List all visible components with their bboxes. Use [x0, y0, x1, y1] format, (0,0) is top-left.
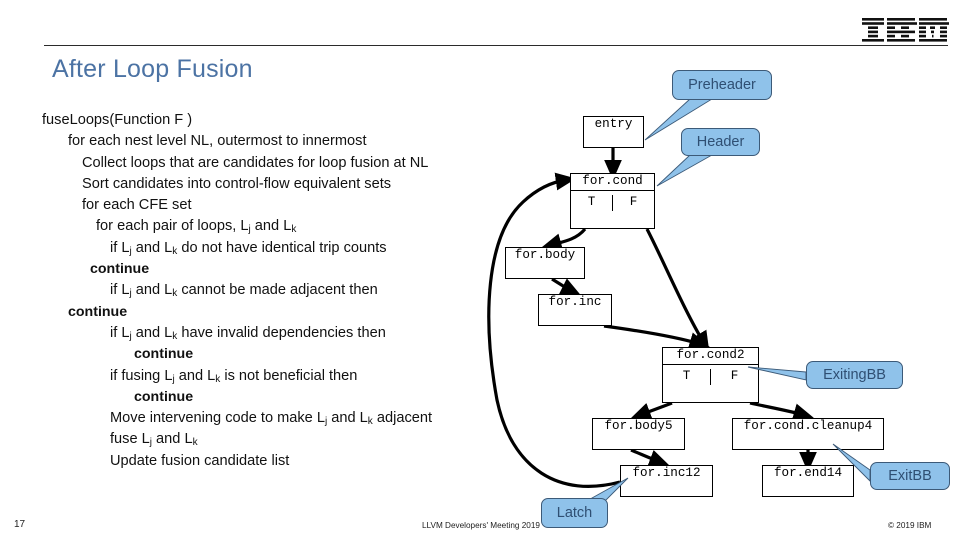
code-line: continue	[134, 346, 194, 363]
cfg-branch-false[interactable]: F	[730, 369, 739, 384]
code-line: fuse Lj and Lk	[110, 431, 198, 449]
cfg-node-label: for.cond	[582, 174, 643, 188]
cfg-node-label: for.inc	[548, 295, 602, 309]
page-number: 17	[14, 519, 26, 530]
cfg-node-label: for.end14	[773, 466, 843, 480]
cfg-node-label: for.body	[514, 248, 576, 262]
callout-preheader[interactable]: Preheader	[672, 70, 772, 100]
footer-center-text: LLVM Developers' Meeting 2019	[422, 521, 540, 530]
code-line: continue	[134, 388, 194, 405]
code-line: if Lj and Lk have invalid dependencies t…	[110, 324, 386, 342]
cfg-node-label: entry	[594, 117, 633, 131]
page-title: After Loop Fusion	[52, 55, 253, 83]
footer-copyright: © 2019 IBM	[888, 521, 932, 530]
tail-exitbb	[832, 443, 871, 483]
callout-exitbb[interactable]: ExitBB	[870, 462, 950, 490]
code-line: for each CFE set	[82, 197, 192, 214]
code-line: if fusing Lj and Lk is not beneficial th…	[110, 367, 358, 385]
code-line: if Lj and Lk do not have identical trip …	[110, 239, 387, 257]
cfg-branch-true[interactable]: T	[571, 195, 613, 211]
edge-backedge-forinc12-forcond	[487, 172, 621, 488]
cfg-node-label: for.body5	[604, 419, 673, 433]
tail-header	[656, 154, 714, 187]
tail-exitingbb	[747, 366, 807, 381]
cfg-node-label: for.inc12	[632, 466, 701, 480]
code-line: if Lj and Lk cannot be made adjacent the…	[110, 282, 378, 300]
pseudocode-block: fuseLoops(Function F ) for each nest leve…	[42, 110, 512, 472]
code-line: continue	[90, 261, 150, 278]
code-line: Update fusion candidate list	[110, 452, 290, 469]
ibm-logo	[862, 18, 950, 44]
edge-forbody-forinc	[551, 277, 582, 296]
code-line: Move intervening code to make Lj and Lk …	[110, 410, 433, 428]
code-line: for each pair of loops, Lj and Lk	[96, 218, 297, 236]
code-line: Sort candidates into control-flow equiva…	[82, 175, 392, 192]
header-divider	[44, 45, 948, 46]
callout-exitingbb[interactable]: ExitingBB	[806, 361, 903, 389]
cfg-node-entry[interactable]: entry	[583, 116, 644, 148]
cfg-branch-false[interactable]: F	[629, 195, 638, 210]
cfg-node-for-inc[interactable]: for.inc	[538, 294, 612, 326]
code-line: continue	[68, 303, 128, 320]
edge-forcond2-cleanup4	[749, 401, 814, 421]
code-line: Collect loops that are candidates for lo…	[82, 154, 429, 171]
callout-header[interactable]: Header	[681, 128, 760, 156]
callout-latch[interactable]: Latch	[541, 498, 608, 528]
code-line: for each nest level NL, outermost to inn…	[68, 133, 367, 150]
cfg-node-for-inc12[interactable]: for.inc12	[620, 465, 713, 497]
cfg-branch-true[interactable]: T	[663, 369, 711, 385]
edge-forcond-forbody	[541, 227, 587, 251]
edge-forcond-forcond2	[645, 228, 710, 352]
cfg-node-for-body5[interactable]: for.body5	[592, 418, 685, 450]
cfg-node-label: for.cond.cleanup4	[743, 419, 873, 433]
code-line: fuseLoops(Function F )	[42, 112, 193, 128]
edge-forcond2-forbody5	[630, 401, 673, 420]
edge-forbody5-forinc12	[630, 448, 670, 467]
